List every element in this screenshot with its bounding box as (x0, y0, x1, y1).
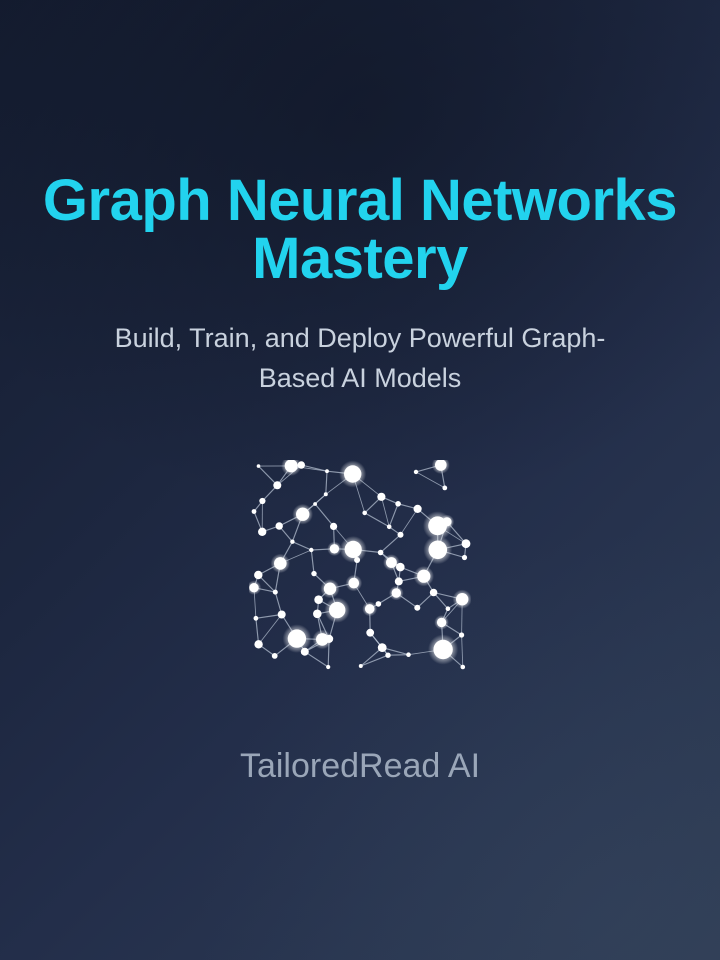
author-name: TailoredRead AI (239, 747, 481, 785)
title-line-1: Graph Neural Networks (42, 168, 678, 233)
page-title: Graph Neural Networks Mastery (40, 172, 680, 288)
subtitle-line-1: Build, Train, and Deploy Powerful Graph- (114, 323, 606, 353)
network-graph-illustration (249, 460, 471, 672)
subtitle-line-2: Based AI Models (258, 363, 462, 393)
title-line-2: Mastery (252, 226, 468, 291)
subtitle: Build, Train, and Deploy Powerful Graph-… (60, 318, 660, 398)
network-graph-svg (249, 460, 471, 670)
